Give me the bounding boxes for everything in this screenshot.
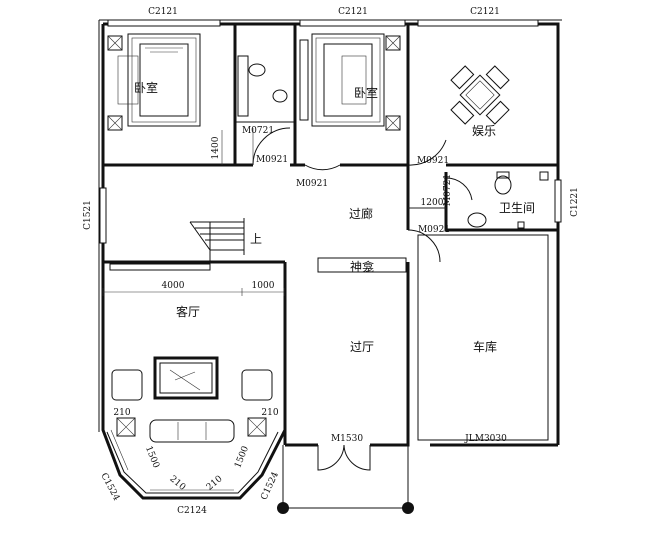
mid-bed [299,33,401,131]
label-corridor: 过廊 [349,206,373,221]
label-door-m0921-mid: M0921 [296,179,328,189]
small-toilet [237,55,288,117]
dimension-lines [102,130,446,296]
dim-1500-b: 1500 [233,445,251,470]
label-shrine: 神龛 [350,260,374,274]
label-bedroom-mid: 卧室 [354,85,378,100]
outer-walls [98,19,562,500]
label-bathroom: 卫生间 [499,201,535,215]
porch-columns [277,445,414,514]
dim-1200: 1200 [421,198,444,208]
door-swings [252,127,473,471]
stairs [189,218,245,262]
top-windows [107,19,539,27]
dim-210-a: 210 [113,408,130,418]
interior-walls [103,24,558,441]
dim-4000: 4000 [162,281,185,291]
label-stair-up: 上 [250,232,262,246]
label-entertainment: 娱乐 [472,124,496,138]
label-door-m0921-bath: M0921 [418,225,450,235]
label-bay-window-left: C1524 [98,472,121,503]
label-top-window-mid: C2121 [338,7,368,17]
label-side-window-left: C1521 [83,200,93,230]
side-windows [99,179,562,244]
dim-210-b: 210 [261,408,278,418]
label-garage: 车库 [473,339,497,354]
label-door-m1530: M1530 [331,434,363,444]
label-top-window-left: C2121 [148,7,178,17]
label-door-m0921-left: M0921 [256,155,288,165]
label-door-m0921-right: M0921 [417,156,449,166]
label-side-window-right: C1221 [570,187,580,217]
left-bed [107,33,201,131]
label-bedroom-left: 卧室 [134,80,158,95]
label-door-m0721-top: M0721 [242,126,274,136]
label-top-window-right: C2121 [470,7,500,17]
dim-1500-a: 1500 [143,445,161,470]
label-bay-window-bottom: C2124 [177,506,207,516]
dim-1000: 1000 [252,281,275,291]
label-door-m0721-bath: M0721 [443,174,453,206]
bathroom-fixtures [467,171,549,229]
label-living-room: 客厅 [176,304,200,319]
shrine-cabinet [317,257,407,273]
label-hall: 过厅 [350,340,374,354]
bay-window [106,429,279,494]
label-garage-door: JLM3030 [464,434,507,444]
game-table [450,65,510,125]
living-furniture [109,263,273,443]
dim-1400: 1400 [211,136,221,159]
